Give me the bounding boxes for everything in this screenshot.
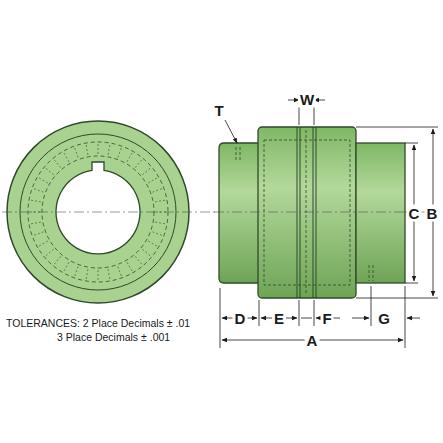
hidden-line <box>148 241 157 246</box>
hidden-line <box>46 249 54 255</box>
side-view <box>214 127 412 298</box>
tolerance-note: TOLERANCES: 2 Place Decimals ± .01 <box>6 318 190 329</box>
hidden-line <box>153 232 162 235</box>
hidden-line <box>153 189 162 192</box>
hidden-line <box>64 262 69 271</box>
hidden-line <box>148 178 157 183</box>
hidden-line <box>39 178 48 183</box>
hidden-line <box>142 249 150 255</box>
dimension-label: A <box>305 332 320 349</box>
hidden-line <box>46 168 54 174</box>
end-view <box>2 121 440 303</box>
hidden-line <box>64 153 69 162</box>
hidden-line <box>108 269 110 279</box>
hidden-line <box>135 256 141 264</box>
dimension-label: F <box>320 310 333 327</box>
hidden-line <box>34 189 43 192</box>
hidden-line <box>127 153 132 162</box>
dimension-label: E <box>272 310 286 327</box>
dimension-label: G <box>376 310 392 327</box>
hidden-line <box>31 200 41 202</box>
hidden-line <box>108 145 110 155</box>
dimension-label: B <box>425 205 440 222</box>
hidden-line <box>54 160 60 168</box>
hidden-line <box>127 262 132 271</box>
part-label: T <box>212 102 225 119</box>
hidden-line <box>98 144 99 154</box>
hidden-line <box>142 168 150 174</box>
hidden-line <box>75 267 78 276</box>
hidden-line <box>155 222 165 224</box>
hidden-line <box>118 148 121 157</box>
hidden-line <box>155 200 165 202</box>
hidden-line <box>118 267 121 276</box>
dimension-label: W <box>298 91 316 108</box>
hidden-line <box>86 145 88 155</box>
hidden-line <box>135 160 141 168</box>
hidden-line <box>75 148 78 157</box>
hidden-line <box>34 232 43 235</box>
hidden-line <box>39 241 48 246</box>
dimension-label: D <box>233 310 248 327</box>
dimension-label: C <box>407 205 422 222</box>
hidden-line <box>54 256 60 264</box>
hidden-line <box>31 222 41 224</box>
hidden-line <box>86 269 88 279</box>
dimension-lines <box>220 95 438 348</box>
hidden-line <box>98 270 99 280</box>
tolerance-note: 3 Place Decimals ± .001 <box>57 332 170 343</box>
